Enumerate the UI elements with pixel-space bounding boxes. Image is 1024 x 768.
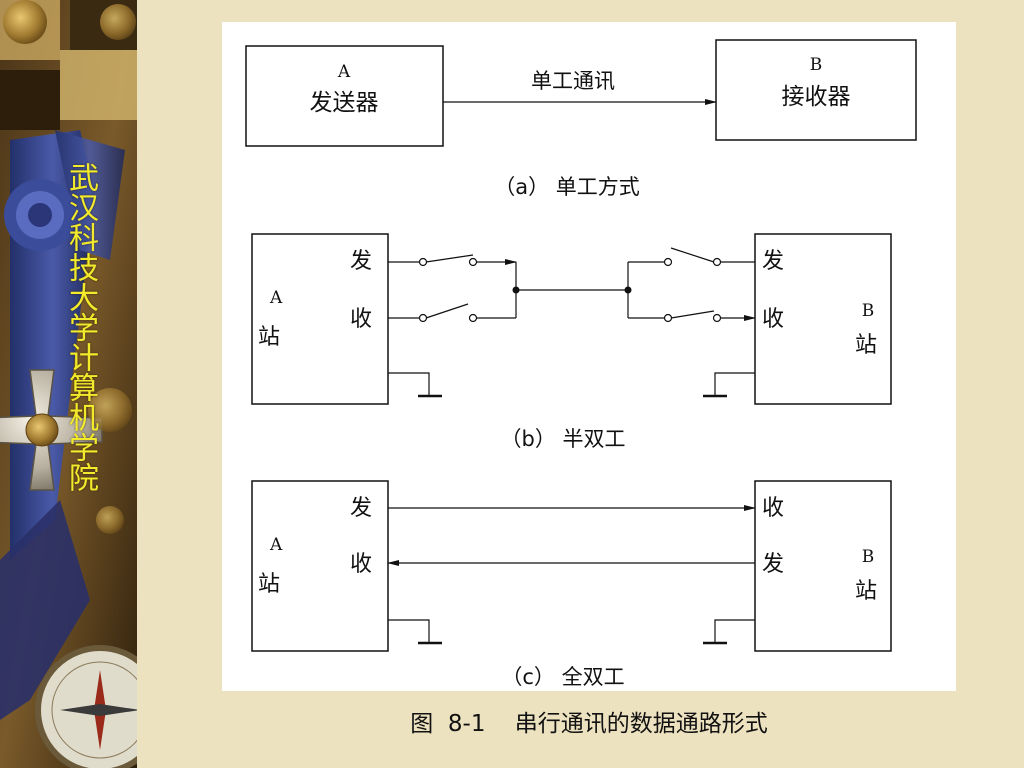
sender-box (245, 45, 444, 147)
station-b-box (754, 480, 892, 652)
sidebar-artwork (0, 0, 137, 768)
station-a-letter: A (269, 288, 283, 308)
station-a-letter: A (269, 535, 283, 555)
station-a-label: 站 (258, 325, 280, 350)
station-b-label: 站 (855, 579, 877, 604)
sender-name: 发送器 (310, 90, 379, 116)
switch-b-send (670, 247, 715, 263)
caption-full-duplex: （c） 全双工 (501, 665, 624, 689)
diagram-full-duplex: A 站 发 收 收 发 B 站 （c） 全双工 (251, 480, 892, 689)
station-a-recv: 收 (350, 552, 372, 577)
station-b-recv: 收 (762, 496, 784, 521)
communication-diagrams: A 发送器 单工通讯 B 接收器 （a） 单工方式 A 站 发 收 (245, 39, 917, 689)
station-b-letter: B (862, 547, 875, 567)
figure-panel: A 发送器 单工通讯 B 接收器 （a） 单工方式 A 站 发 收 (222, 22, 956, 691)
school-name: 武汉科技大学计算机学院 (63, 162, 98, 492)
station-a-send: 发 (350, 249, 372, 274)
station-b-letter: B (862, 301, 875, 321)
decorative-sidebar: 武汉科技大学计算机学院 (0, 0, 137, 768)
station-b-label: 站 (855, 333, 877, 358)
diagram-simplex: A 发送器 单工通讯 B 接收器 （a） 单工方式 (245, 39, 917, 199)
station-a-recv: 收 (350, 307, 372, 332)
station-a-label: 站 (258, 572, 280, 597)
figure-caption: 图 8-1 串行通讯的数据通路形式 (410, 711, 768, 737)
station-b-send: 发 (762, 552, 784, 577)
switch-a-recv (425, 303, 469, 319)
simplex-link-label: 单工通讯 (531, 69, 615, 93)
receiver-box (715, 39, 917, 141)
station-a-box (251, 233, 389, 405)
diagram-half-duplex: A 站 发 收 (251, 233, 892, 451)
station-a-send: 发 (350, 496, 372, 521)
receiver-name: 接收器 (782, 84, 851, 110)
sender-letter: A (337, 62, 351, 82)
caption-simplex: （a） 单工方式 (494, 175, 640, 199)
switch-a-send (425, 254, 474, 263)
station-a-box (251, 480, 389, 652)
receiver-letter: B (810, 55, 823, 75)
station-b-recv: 收 (762, 307, 784, 332)
station-b-send: 发 (762, 249, 784, 274)
caption-half-duplex: （b） 半双工 (500, 427, 625, 451)
station-b-box (754, 233, 892, 405)
switch-b-recv (670, 310, 715, 319)
